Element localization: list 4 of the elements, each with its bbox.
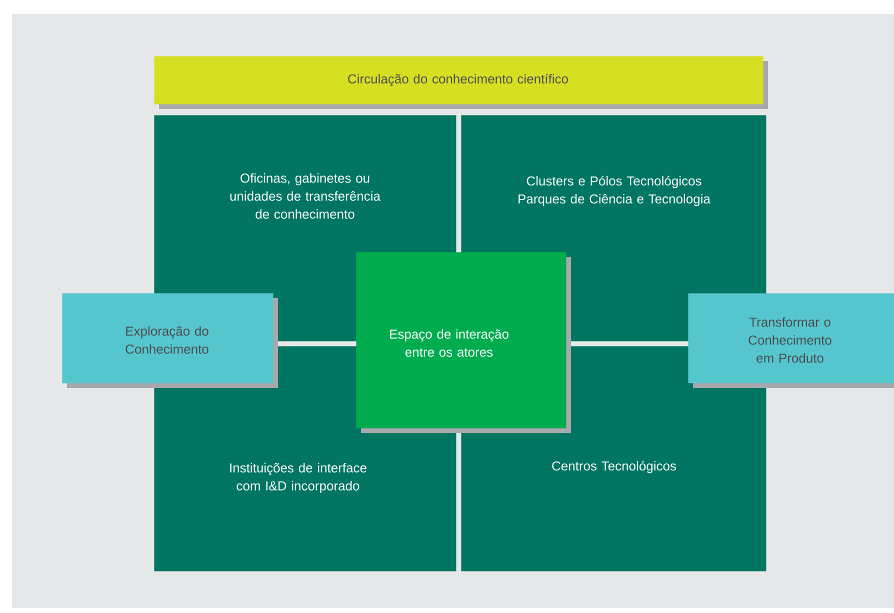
band: Circulação do conhecimento científico [154,56,768,109]
center-box: Espaço de interação entre os atores [356,252,571,433]
side-box: Exploração do Conhecimento [62,293,278,388]
side-box: Transformar o Conhecimento em Produto [688,293,894,388]
